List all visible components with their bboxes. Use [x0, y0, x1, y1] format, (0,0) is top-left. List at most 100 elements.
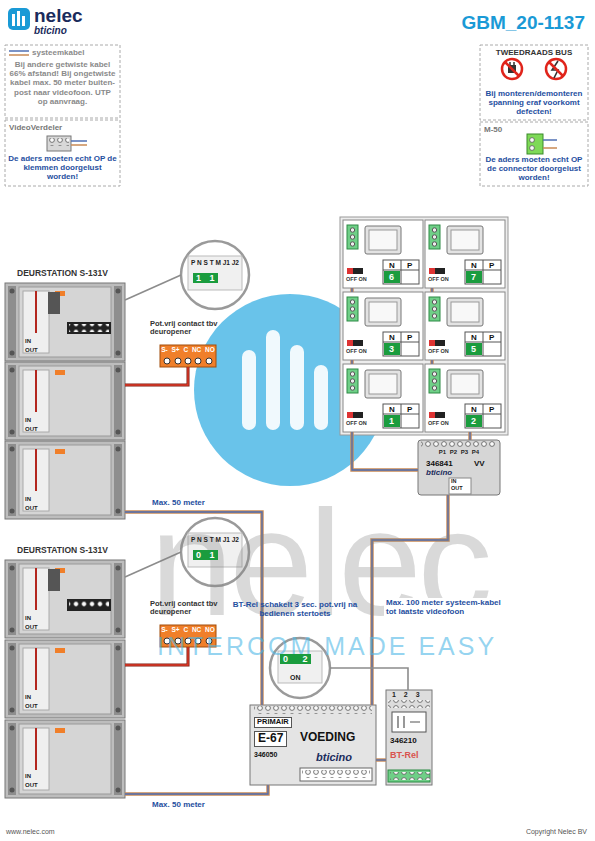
- door-station: DEURSTATION S-131VINOUTINOUTINOUT: [5, 283, 125, 519]
- note-box: M-50De aders moeten echt OP de connector…: [480, 122, 588, 186]
- wire-stroke: [330, 668, 408, 690]
- node-text: VV: [474, 459, 485, 468]
- node-text: P: [407, 405, 412, 414]
- node-heading: P N S T M J1 J2: [185, 259, 245, 266]
- terminal-block: Pot.vrij contact tbv deuropenerS- S+ C N…: [160, 345, 216, 367]
- wire-connector: [432, 360, 433, 364]
- watermark-tagline: INTERCOM MADE EASY: [157, 632, 497, 661]
- wire-stroke: [430, 288, 433, 292]
- node-heading: VideoVerdeler: [9, 123, 62, 132]
- node-text: IN: [25, 496, 31, 503]
- node-text: P: [407, 333, 412, 342]
- wire-stroke: [125, 367, 188, 385]
- wire-stroke: [431, 288, 432, 292]
- node-text: bticino: [316, 751, 352, 764]
- node-text: IN: [451, 478, 457, 484]
- node-heading: OFF ON: [428, 348, 449, 354]
- node-text: IN: [25, 773, 31, 780]
- node-heading: OFF ON: [346, 276, 367, 282]
- node-text: P: [407, 261, 412, 270]
- power-supply: PRIMAIRE-67VOEDING346050bticino: [250, 705, 376, 785]
- node-text: 1: [389, 416, 394, 426]
- wire-connector: [330, 668, 408, 690]
- node-text: S- S+ C NC NO: [160, 346, 216, 353]
- logo-text: nelec: [34, 5, 83, 27]
- node-heading: BT-Rel schakelt 3 sec. pot.vrij na bedie…: [230, 600, 360, 618]
- wire-stroke: [376, 759, 386, 760]
- node-text: P: [489, 333, 494, 342]
- node-text: Bij monteren/demonteren spanning eraf vo…: [482, 89, 586, 117]
- node-heading: P1 P2 P3 P4: [422, 449, 496, 456]
- node-text: 6: [389, 272, 394, 282]
- cable-length-label: Max. 100 meter systeem-kabel tot laatste…: [384, 598, 510, 616]
- videophone: OFF ONNP2: [425, 364, 505, 432]
- note-box: VideoVerdelerDe aders moeten echt OP de …: [5, 120, 120, 186]
- node-text: IN: [25, 694, 31, 701]
- node-text: N: [389, 261, 395, 270]
- wire-connector: [125, 785, 268, 794]
- wire-connector: [376, 760, 386, 761]
- node-text: bticino: [426, 468, 452, 477]
- wire-stroke: [376, 758, 386, 761]
- videophone: OFF ONNP5: [425, 292, 505, 360]
- node-text: OUT: [25, 426, 38, 433]
- node-heading: M-50: [484, 125, 502, 134]
- node-text: E-67: [254, 731, 287, 747]
- node-text: IN: [25, 615, 31, 622]
- wire-stroke: [125, 275, 181, 300]
- videophone: OFF ON N P 7: [425, 220, 505, 288]
- node-text: P: [489, 261, 494, 270]
- node-text: OUT: [25, 624, 38, 631]
- node-heading: OFF ON: [428, 420, 449, 426]
- wire-stroke: [351, 360, 352, 364]
- node-heading: Pot.vrij contact tbv deuropener: [150, 600, 226, 617]
- node-text: VOEDING: [300, 731, 355, 745]
- node-heading: P N S T M J1 J2: [185, 536, 245, 543]
- footer-url: www.nelec.com: [6, 828, 55, 835]
- node-text: N: [389, 405, 395, 414]
- node-heading: 1 2 3: [392, 691, 420, 699]
- legend-text: systeemkabel: [32, 48, 84, 57]
- wire-stroke: [469, 432, 470, 440]
- node-text: N: [471, 261, 477, 270]
- footer-copyright: Copyright Nelec BV: [526, 828, 587, 835]
- node-text: 346210: [390, 736, 417, 745]
- wire-stroke: [125, 785, 268, 794]
- zoom-callout: P N S T M J1 J20 1: [181, 518, 249, 586]
- warning-box: TWEEDRAADS BUS Bij monteren/demonteren sp…: [480, 45, 588, 120]
- zoom-callout: P N S T M J1 J2 1 1: [181, 241, 249, 309]
- zoom-callout: BT-Rel schakelt 3 sec. pot.vrij na bedie…: [270, 638, 330, 698]
- node-text: 5: [471, 344, 476, 354]
- wire-connector: [352, 360, 353, 364]
- node-text: OUT: [25, 347, 38, 354]
- wire-stroke: [352, 432, 418, 470]
- node-heading: DEURSTATION S-131V: [17, 269, 108, 279]
- node-text: 1 1: [193, 273, 218, 283]
- node-heading: OFF ON: [428, 276, 449, 282]
- node-text: ON: [290, 674, 301, 682]
- node-text: 346050: [254, 751, 277, 759]
- logo-text: bticino: [34, 25, 67, 36]
- node-heading: OFF ON: [346, 348, 367, 354]
- node-text: 3: [389, 344, 394, 354]
- legend-entry: systeemkabel: [9, 48, 84, 57]
- wire-connector: [470, 432, 471, 440]
- wire-connector: [125, 275, 181, 300]
- node-text: OUT: [25, 505, 38, 512]
- relay-module: 1 2 3 346210BT-Rel: [386, 690, 432, 785]
- cable-length-label: Max. 50 meter: [150, 498, 207, 507]
- wire-stroke: [125, 785, 268, 794]
- wire-connector: [432, 288, 433, 292]
- wire-stroke: [468, 432, 471, 440]
- node-heading: TWEEDRAADS BUS: [482, 48, 586, 57]
- node-text: BT-Rel: [390, 750, 419, 760]
- node-text: 7: [471, 272, 476, 282]
- node-text: OUT: [25, 782, 38, 789]
- node-heading: Bij andere getwiste kabel 66% afstand! B…: [9, 60, 116, 106]
- node-text: 346841: [426, 459, 453, 468]
- node-text: OUT: [451, 485, 463, 491]
- cable-length-label: Max. 50 meter: [150, 800, 207, 809]
- wire-stroke: [431, 360, 432, 364]
